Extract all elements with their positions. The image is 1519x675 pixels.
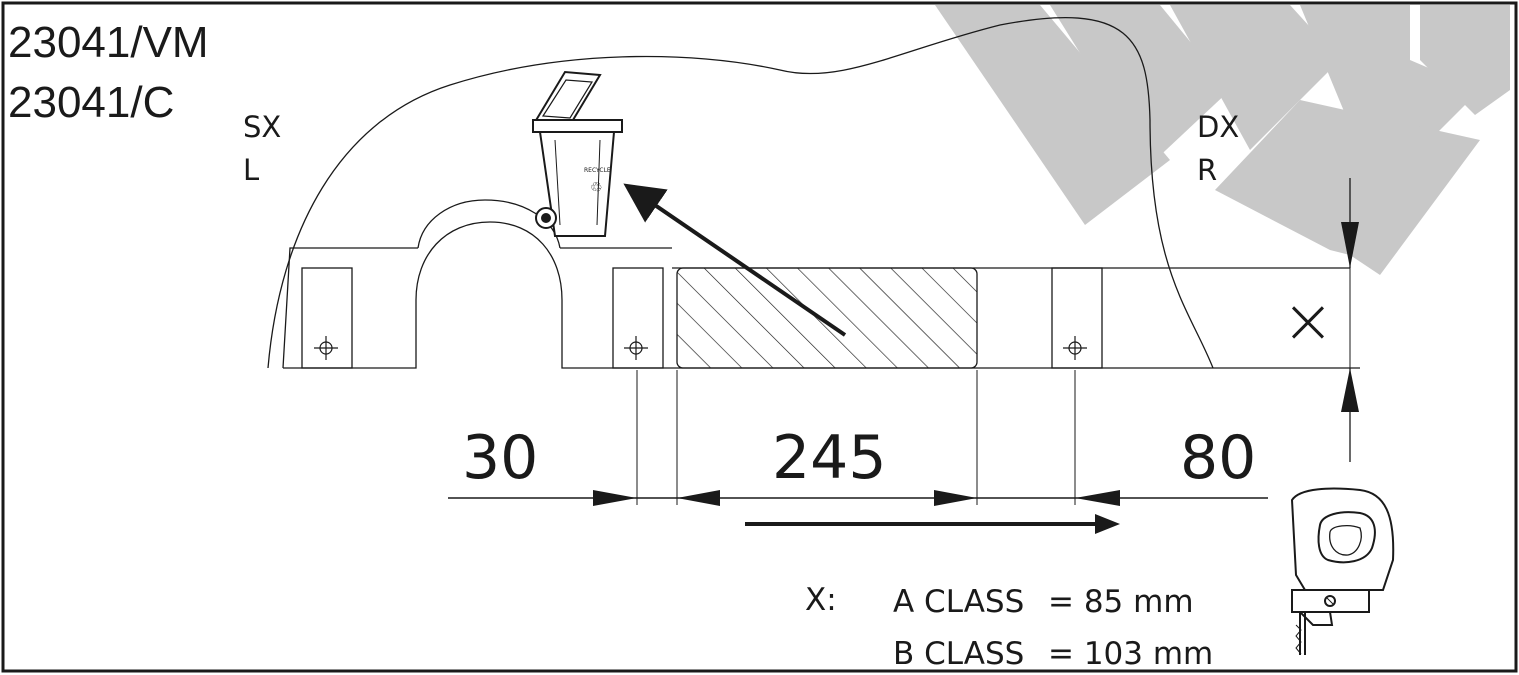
x-arrow-top	[1341, 222, 1359, 268]
class-b-name: B CLASS	[893, 636, 1024, 672]
dimension-right-offset: 80	[1180, 423, 1256, 493]
dimension-left-offset: 30	[462, 423, 538, 493]
recycle-bin-icon: RECYCLE ♲	[532, 70, 623, 237]
x-arrow-bottom	[1341, 368, 1359, 412]
class-note-label: X:	[805, 582, 837, 618]
watermark-stripes	[935, 5, 1510, 275]
crosshair-hole-icon	[314, 336, 338, 360]
dimension-cut-width: 245	[772, 423, 887, 493]
discard-arrow	[623, 183, 847, 337]
right-side-code: DX	[1197, 110, 1239, 144]
class-b-value: = 103 mm	[1048, 636, 1213, 672]
right-side-letter: R	[1197, 153, 1217, 187]
crosshair-hole-icon	[624, 336, 648, 360]
extension-lines	[636, 370, 1076, 505]
bin-label: RECYCLE	[584, 167, 611, 174]
jigsaw-icon	[1290, 487, 1395, 655]
class-a-value: = 85 mm	[1048, 584, 1194, 620]
class-a-name: A CLASS	[893, 584, 1024, 620]
cut-direction-arrowhead	[1095, 514, 1120, 534]
left-side-letter: L	[243, 153, 259, 187]
dimension-arrowheads	[593, 490, 1120, 506]
recycle-symbol-icon: ♲	[590, 180, 603, 196]
part-code-1: 23041/VM	[8, 18, 209, 67]
crosshair-hole-icon	[1063, 336, 1087, 360]
x-marker: ×	[1282, 284, 1334, 357]
part-code-2: 23041/C	[8, 78, 174, 127]
left-side-code: SX	[243, 110, 281, 144]
cut-area	[676, 267, 978, 369]
